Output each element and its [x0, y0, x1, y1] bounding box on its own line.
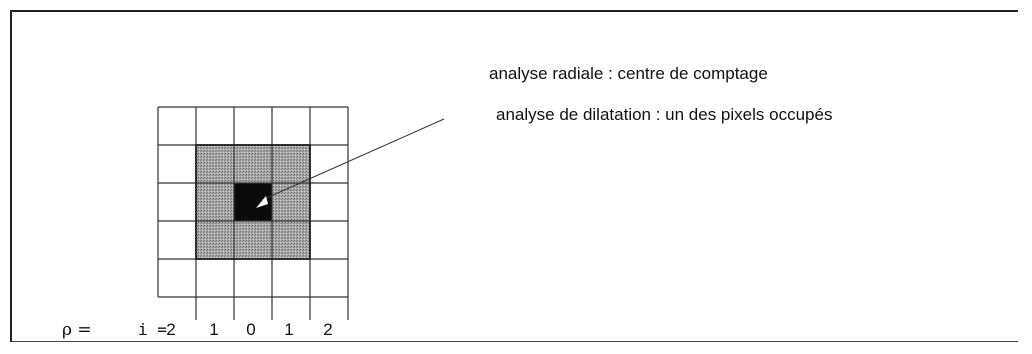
shaded-block-outline — [195, 144, 311, 260]
rho-label: ρ = — [62, 320, 92, 340]
tick-label: 1 — [284, 320, 294, 339]
label-radial-analysis: analyse radiale : centre de comptage — [489, 64, 768, 83]
figure-frame — [10, 10, 1018, 342]
tick-label: 2 — [166, 320, 176, 339]
pointer-arrowhead — [256, 196, 268, 208]
tick-label: 0 — [246, 320, 256, 339]
pointer-line — [261, 118, 445, 201]
tick-label: 1 — [209, 320, 219, 339]
tick-label: 2 — [323, 320, 333, 339]
label-dilatation-analysis: analyse de dilatation : un des pixels oc… — [496, 105, 833, 124]
i-label: i = — [138, 320, 167, 339]
